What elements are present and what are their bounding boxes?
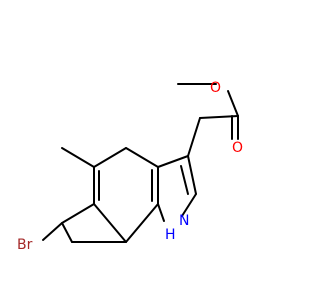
bond-c3a-c4b — [125, 147, 159, 168]
bond-c3a-c3 — [157, 155, 189, 168]
bond-c3-c2-inner — [180, 165, 189, 195]
bond-c3-ch2 — [187, 117, 201, 157]
bond-ring-inner — [93, 203, 127, 243]
oxygen-carbonyl-label: O — [232, 140, 243, 156]
bond-c6-c7 — [61, 222, 73, 243]
background — [0, 0, 300, 300]
bond-c3a-c4 — [93, 147, 127, 168]
bond-n1-c7a — [157, 203, 165, 222]
bond-carbonyl-oether — [227, 90, 239, 117]
bond-c6-br — [42, 222, 63, 241]
molecule-canvas: O O Br N H — [0, 0, 300, 300]
nitrogen-label: N — [179, 213, 189, 229]
hydrogen-on-nitrogen-label: H — [165, 227, 176, 243]
oxygen-ether-label: O — [210, 80, 221, 96]
bond-c4-methyl — [61, 147, 95, 168]
bromine-label: Br — [17, 237, 33, 253]
bond-c7a-c8 — [125, 203, 159, 243]
bond-c5-c6 — [61, 203, 95, 224]
bond-c3-c2 — [187, 155, 197, 195]
bond-c2-n1 — [181, 193, 197, 217]
structure-diagram: O O Br N H — [0, 0, 300, 300]
